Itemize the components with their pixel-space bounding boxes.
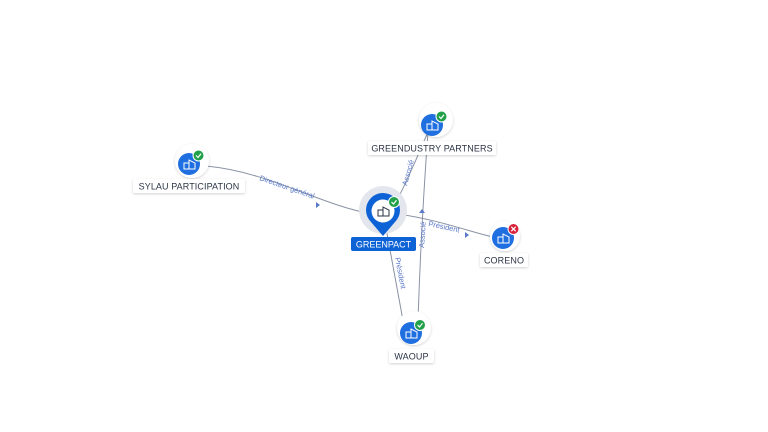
node-waoup[interactable]: WAOUP <box>389 311 434 363</box>
node-greendustry-partners[interactable]: GREENDUSTRY PARTNERS <box>368 103 496 155</box>
node-label: SYLAU PARTICIPATION <box>139 182 240 192</box>
edge-label: Associé <box>400 159 415 187</box>
node-label: GREENDUSTRY PARTNERS <box>371 144 492 154</box>
edge-arrow <box>316 202 320 208</box>
node-label-box <box>480 253 528 267</box>
edge-arrow <box>419 209 425 213</box>
edge-greenpact-coreno[interactable]: Président <box>397 213 498 239</box>
status-active-icon <box>388 196 400 208</box>
edge-label: Directeur général <box>258 173 316 200</box>
node-label: GREENPACT <box>356 240 412 250</box>
company-icon <box>426 120 439 131</box>
company-icon <box>405 328 418 339</box>
node-sylau-participation[interactable]: SYLAU PARTICIPATION <box>133 144 245 193</box>
company-icon <box>183 159 196 170</box>
edge-label: Président <box>428 219 462 235</box>
node-label-box <box>351 237 416 251</box>
edge-arrow <box>465 232 469 238</box>
status-active-icon <box>435 110 448 123</box>
node-greenpact[interactable]: GREENPACT <box>351 186 416 251</box>
status-active-icon <box>192 149 205 162</box>
edge-label: Associé <box>417 221 428 248</box>
node-coreno[interactable]: CORENO <box>480 221 528 267</box>
node-label: WAOUP <box>394 352 428 362</box>
status-active-icon <box>414 319 426 331</box>
edge-label: Président <box>393 257 408 291</box>
node-label-box <box>368 141 496 155</box>
company-icon <box>497 233 510 244</box>
edge-waoup-greendustry[interactable]: Associé <box>417 131 429 321</box>
node-label: CORENO <box>484 256 524 266</box>
company-icon <box>377 206 390 217</box>
node-label-box <box>133 179 245 193</box>
node-label-box <box>389 349 434 363</box>
edges: Directeur général Associé Président Asso… <box>205 131 498 327</box>
